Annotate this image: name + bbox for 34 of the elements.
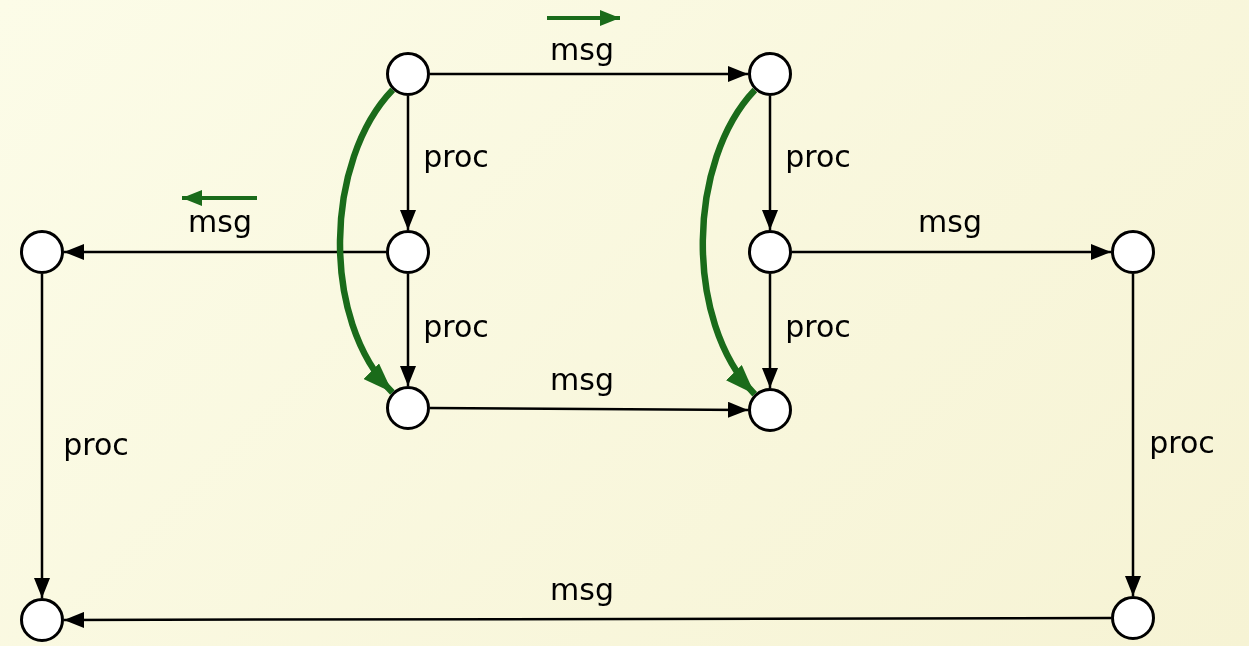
edge-label: proc — [63, 428, 129, 462]
edge-label: msg — [188, 205, 252, 239]
arrow — [64, 244, 386, 260]
state-circle — [20, 598, 64, 642]
arrow — [762, 274, 778, 388]
state-circle — [386, 230, 430, 274]
edge-label: msg — [550, 33, 614, 67]
edge-label: proc — [1149, 426, 1215, 460]
arrow — [336, 87, 396, 395]
state-circle — [748, 388, 792, 432]
edge-label: proc — [785, 310, 851, 344]
state-circle — [20, 230, 64, 274]
edge-label: proc — [785, 140, 851, 174]
edge-label: msg — [550, 573, 614, 607]
edge-label: proc — [423, 140, 489, 174]
edge-label: proc — [423, 310, 489, 344]
state-circle — [748, 230, 792, 274]
state-circle — [386, 52, 430, 96]
edge-label: msg — [918, 205, 982, 239]
arrow — [34, 274, 50, 598]
arrow — [430, 401, 748, 418]
state-circle — [748, 52, 792, 96]
arrow — [400, 274, 416, 386]
state-circle — [1111, 230, 1155, 274]
edge-label: msg — [550, 363, 614, 397]
arrow — [430, 66, 748, 82]
arrow — [64, 611, 1111, 628]
state-circle — [386, 386, 430, 430]
arrow — [400, 96, 416, 230]
arrow — [792, 244, 1111, 260]
state-circle — [1111, 596, 1155, 640]
arrow — [1125, 274, 1141, 596]
arrow — [699, 87, 758, 397]
arrow — [762, 96, 778, 230]
